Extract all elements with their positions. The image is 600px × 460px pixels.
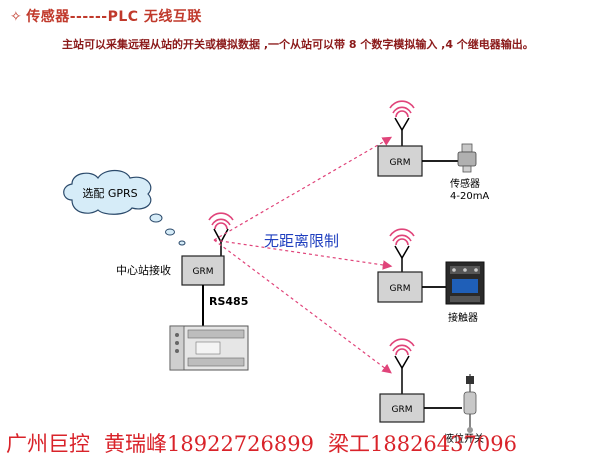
contact-2: 梁工18826437096 — [327, 432, 517, 456]
plc-icon — [169, 325, 249, 371]
company-name: 广州巨控 — [6, 432, 90, 456]
remote-1-device-sublabel: 4-20mA — [450, 191, 489, 202]
page-subtitle: 主站可以采集远程从站的开关或模拟数据 ,一个从站可以带 8 个数字模拟输入 ,4… — [62, 38, 534, 51]
contact-footer: 广州巨控黄瑞峰18922726899 梁工18826437096 — [6, 428, 531, 458]
page-title-text: 传感器------PLC 无线互联 — [26, 9, 202, 25]
link-to-level-switch — [213, 239, 392, 374]
center-signal-icon — [208, 212, 234, 230]
no-distance-label: 无距离限制 — [264, 232, 339, 250]
remote-3-antenna-icon — [394, 355, 410, 394]
remote-3-signal-icon — [389, 338, 415, 356]
page-title: ✧传感器------PLC 无线互联 — [10, 6, 202, 26]
rs485-label: RS485 — [209, 295, 248, 308]
remote-2-signal-icon — [389, 228, 415, 246]
remote-2-grm-label: GRM — [390, 284, 411, 294]
remote-1-signal-icon — [389, 100, 415, 118]
remote-station-sensor: GRM 传感器 4-20mA — [377, 100, 489, 202]
remote-3-device-label: 液位开关 — [444, 432, 484, 445]
remote-1-antenna-icon — [394, 117, 410, 146]
cloud-label: 选配 GPRS — [82, 187, 137, 200]
pressure-sensor-icon — [457, 143, 477, 173]
center-station: GRM 中心站接收 RS485 — [116, 212, 249, 371]
contactor-icon — [445, 261, 485, 305]
remote-2-grm-box — [377, 271, 423, 303]
remote-station-contactor: GRM 接触器 — [377, 228, 485, 324]
link-to-sensor — [213, 136, 393, 241]
remote-1-grm-box — [377, 145, 423, 177]
gprs-cloud: 选配 GPRS — [63, 169, 186, 246]
remote-station-level-switch: GRM 液位开关 — [379, 338, 484, 445]
center-grm-label: GRM — [193, 267, 214, 277]
wireless-links — [213, 136, 393, 374]
level-switch-icon — [463, 374, 477, 433]
center-station-label: 中心站接收 — [116, 263, 171, 277]
diamond-icon: ✧ — [10, 9, 23, 25]
remote-3-grm-label: GRM — [392, 405, 413, 415]
remote-2-device-label: 接触器 — [448, 311, 478, 324]
remote-2-antenna-icon — [394, 245, 410, 272]
contact-1: 黄瑞峰18922726899 — [104, 432, 314, 456]
remote-1-device-label: 传感器 — [450, 177, 480, 190]
remote-1-grm-label: GRM — [390, 158, 411, 168]
